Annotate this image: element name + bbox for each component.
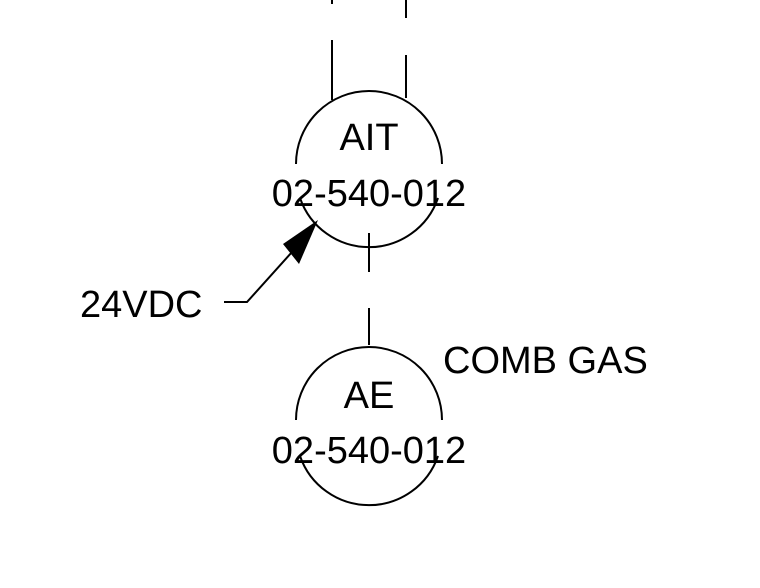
power-supply-arrow (224, 220, 318, 303)
ae-tag-label: AE (344, 375, 395, 417)
ae-number-label: 02-540-012 (272, 430, 466, 472)
service-label: COMB GAS (443, 340, 648, 382)
ait-number-label: 02-540-012 (272, 173, 466, 215)
upper-signal-lines (331, 0, 407, 100)
power-supply-label: 24VDC (80, 284, 203, 326)
ait-tag-label: AIT (339, 117, 398, 159)
ae-instrument-circle (295, 346, 443, 507)
ait-instrument-circle (295, 90, 443, 249)
